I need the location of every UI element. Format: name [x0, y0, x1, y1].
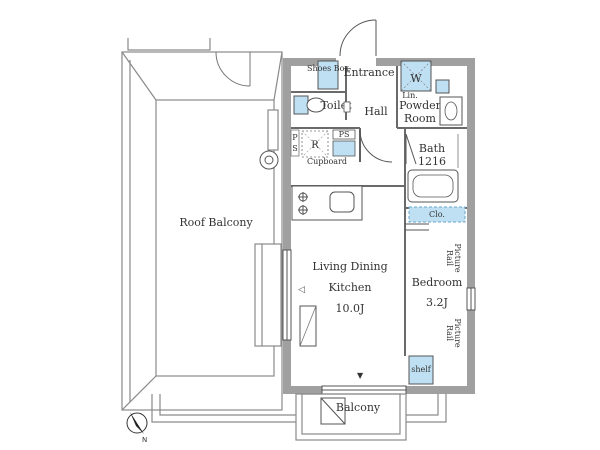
closet-label: Clo. [429, 210, 445, 219]
washer-pan: W [400, 60, 432, 92]
ps-right-shaft [332, 129, 356, 140]
washbasin [439, 96, 463, 126]
ps-right-label: PS [339, 130, 350, 139]
picture-rail-bottom-label-1: Picture [453, 318, 462, 348]
ldk-storage-diagonal [299, 305, 317, 347]
water-heater [435, 79, 450, 94]
bath-door [405, 133, 417, 165]
bathtub [407, 169, 459, 203]
linen-label: Lin. [402, 91, 418, 100]
balcony-hatch [320, 397, 346, 425]
toilet-fixture [293, 95, 326, 115]
stove-burners [298, 192, 308, 215]
cupboard-fixture [332, 140, 356, 157]
closet-fixture [408, 206, 466, 223]
entrance-label: Entrance [343, 66, 394, 79]
kitchen-sink [329, 191, 355, 213]
shelf-fixture [408, 355, 434, 385]
bedroom-window [466, 287, 476, 311]
shoes-box: Shoes Box [307, 60, 350, 90]
wall-opening-entrance [336, 56, 376, 68]
ldk-south-window [321, 385, 407, 395]
powder-room-label-2: Room [404, 112, 437, 125]
picture-rail-bottom-label-2: Rail [445, 325, 454, 342]
ps-left-label-1: P [292, 133, 298, 142]
ps-left-shaft [290, 129, 300, 157]
balcony-label: Balcony [336, 401, 381, 414]
refrigerator-space: R [301, 130, 329, 158]
ldk-label-1: Living Dining [312, 260, 387, 273]
ps-left-label-2: S [292, 144, 297, 153]
bedroom-label: Bedroom [412, 276, 463, 289]
refrigerator-label: R [311, 140, 319, 151]
powder-room-label-1: Powder [399, 99, 442, 112]
cupboard-label: Cupboard [307, 157, 347, 166]
picture-rail-top-label-1: Picture [453, 243, 462, 273]
shoes-box-label-1: Shoes Box [307, 64, 350, 73]
roof-balcony-area [121, 38, 283, 411]
toilet-door [343, 101, 351, 113]
compass-north-label: N [142, 436, 147, 444]
ldk-label-2: Kitchen [329, 281, 372, 294]
window-direction-icon: ◁ [298, 285, 305, 295]
shelf-label: shelf [411, 365, 432, 374]
entrance-door [339, 19, 377, 57]
roof-balcony-label: Roof Balcony [179, 216, 253, 229]
bath-size-label: 1216 [418, 155, 446, 168]
bath-label: Bath [419, 142, 445, 155]
ac-outdoor-unit [259, 150, 279, 170]
roof-gate-door [215, 51, 251, 87]
ldk-size-label: 10.0J [336, 302, 365, 315]
ldk-side-window [282, 249, 292, 341]
hall-door [359, 129, 393, 163]
hall-label: Hall [364, 105, 388, 118]
balcony-area [151, 393, 447, 441]
picture-rail-top-label-2: Rail [445, 250, 454, 267]
washer-label: W [410, 72, 422, 85]
ldk-entry-arrow-icon: ▼ [357, 371, 364, 380]
bedroom-door [405, 223, 429, 231]
compass-north-icon: N [126, 412, 148, 444]
bedroom-size-label: 3.2J [426, 296, 448, 309]
